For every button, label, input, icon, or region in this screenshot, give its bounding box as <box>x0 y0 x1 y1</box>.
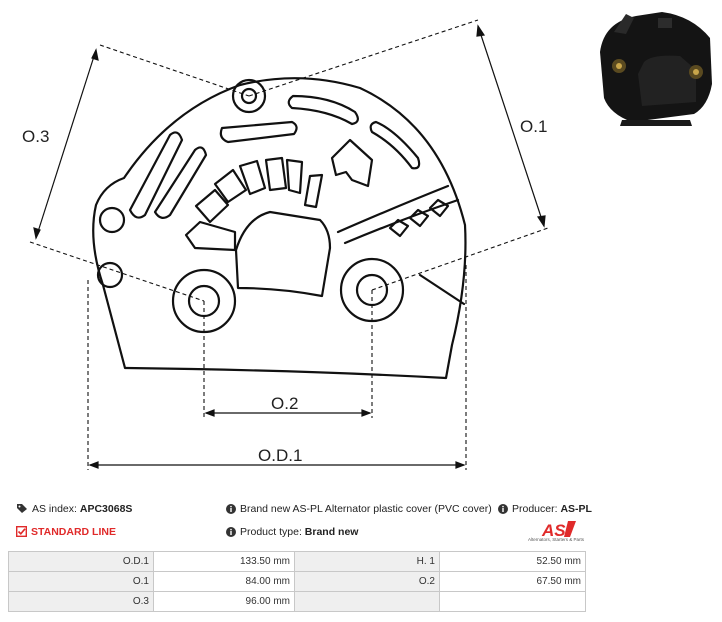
label-o3: O.3 <box>22 127 49 146</box>
checkbox-checked-icon <box>16 526 27 537</box>
table-row: O.3 96.00 mm <box>8 591 586 612</box>
label-o2: O.2 <box>271 394 298 413</box>
producer-label: Producer: <box>512 503 558 515</box>
spec-value: 52.50 mm <box>439 551 586 572</box>
product-type-label: Product type: <box>240 526 302 538</box>
as-index-value: APC3068S <box>79 503 133 515</box>
product-type: Product type: Brand new <box>226 526 358 539</box>
producer-value: AS-PL <box>560 503 592 515</box>
spec-key: O.3 <box>8 591 154 612</box>
spec-value: 133.50 mm <box>153 551 295 572</box>
standard-line-text: STANDARD LINE <box>31 526 116 538</box>
label-o1: O.1 <box>520 117 547 136</box>
product-photo <box>600 12 712 126</box>
info-icon <box>498 504 508 514</box>
tag-icon <box>17 504 27 513</box>
producer: Producer: AS-PL <box>498 503 592 516</box>
table-row: O.D.1 133.50 mm H. 1 52.50 mm <box>8 551 586 572</box>
as-pl-logo: AS <box>541 521 576 540</box>
description-text: Brand new AS-PL Alternator plastic cover… <box>240 503 492 515</box>
info-icon <box>226 504 236 514</box>
label-od1: O.D.1 <box>258 446 302 465</box>
spec-key: O.1 <box>8 571 154 592</box>
spec-key: O.D.1 <box>8 551 154 572</box>
technical-drawing: O.3 O.1 O.2 O.D.1 <box>22 19 549 470</box>
specs-table: O.D.1 133.50 mm H. 1 52.50 mm O.1 84.00 … <box>8 551 586 612</box>
table-row: O.1 84.00 mm O.2 67.50 mm <box>8 571 586 592</box>
as-index-label: AS index: <box>32 503 77 515</box>
spec-value <box>439 591 586 612</box>
spec-value: 84.00 mm <box>153 571 295 592</box>
spec-value: 67.50 mm <box>439 571 586 592</box>
svg-text:AS: AS <box>541 521 566 540</box>
spec-value: 96.00 mm <box>153 591 295 612</box>
standard-line: STANDARD LINE <box>16 526 116 539</box>
as-index: AS index: APC3068S <box>16 503 132 516</box>
logo-tagline: Alternators, Starters & Parts <box>528 537 585 542</box>
product-type-value: Brand new <box>304 526 359 538</box>
info-icon <box>226 527 236 537</box>
description: Brand new AS-PL Alternator plastic cover… <box>226 503 492 516</box>
spec-key: O.2 <box>294 571 440 592</box>
spec-key <box>294 591 440 612</box>
spec-key: H. 1 <box>294 551 440 572</box>
cover-outline <box>92 77 467 380</box>
